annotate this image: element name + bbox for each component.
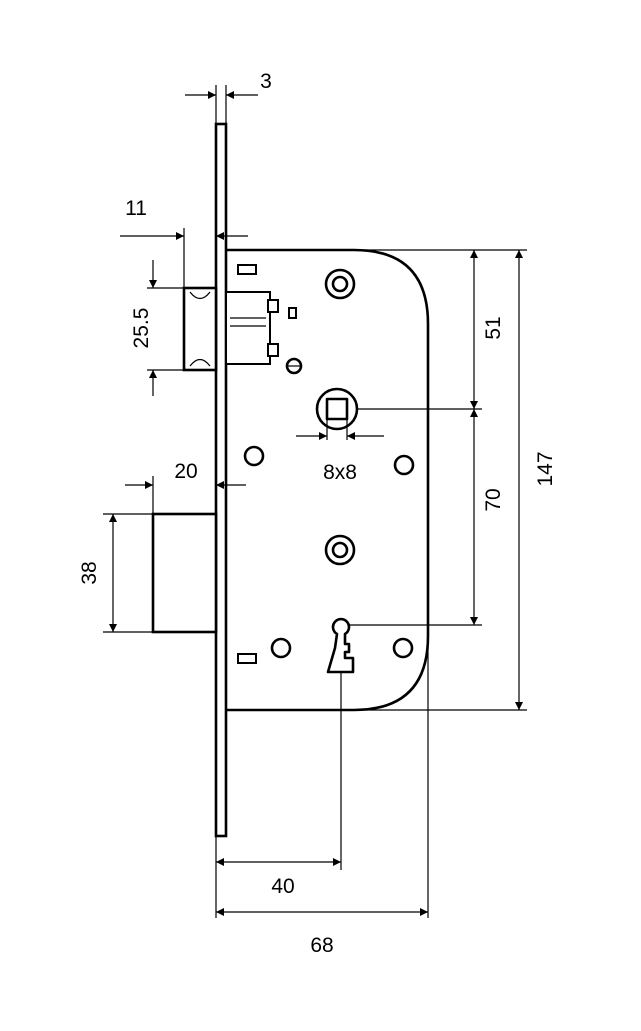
- follower: [315, 387, 359, 431]
- dim-deadbolt-projection: 20: [174, 460, 197, 483]
- dim-faceplate-thickness: 3: [260, 70, 272, 93]
- dim-spindle-square: 8x8: [323, 461, 357, 484]
- slot-top: [237, 264, 257, 275]
- slot-bottom: [237, 653, 257, 664]
- dim-case-height: 147: [534, 451, 557, 486]
- dim-backset: 40: [271, 875, 294, 898]
- keyhole: [326, 617, 355, 674]
- dim-follower-to-keyhole: 70: [482, 488, 505, 511]
- latch-mechanism: [225, 291, 297, 365]
- dim-deadbolt-height: 38: [78, 561, 101, 584]
- faceplate: [214, 122, 228, 838]
- hole-1: [243, 445, 265, 467]
- dim-case-depth: 68: [310, 934, 333, 957]
- hole-4: [392, 637, 414, 659]
- deadbolt: [151, 512, 218, 634]
- dim-follower-to-top: 51: [482, 316, 505, 339]
- dimension-labels: 3 11 25.5 20 38 51 70 147 8x8 40 68: [78, 70, 557, 957]
- screw-boss-top: [324, 268, 356, 300]
- extension-lines: [103, 85, 527, 918]
- hole-2: [393, 454, 415, 476]
- hole-3: [270, 637, 292, 659]
- lock-case: [226, 248, 430, 712]
- dim-latch-height: 25.5: [130, 308, 153, 349]
- latch-bolt: [182, 286, 218, 372]
- dim-latch-projection: 11: [125, 197, 147, 220]
- dimension-lines: [109, 91, 523, 916]
- screw-boss-middle: [324, 534, 356, 566]
